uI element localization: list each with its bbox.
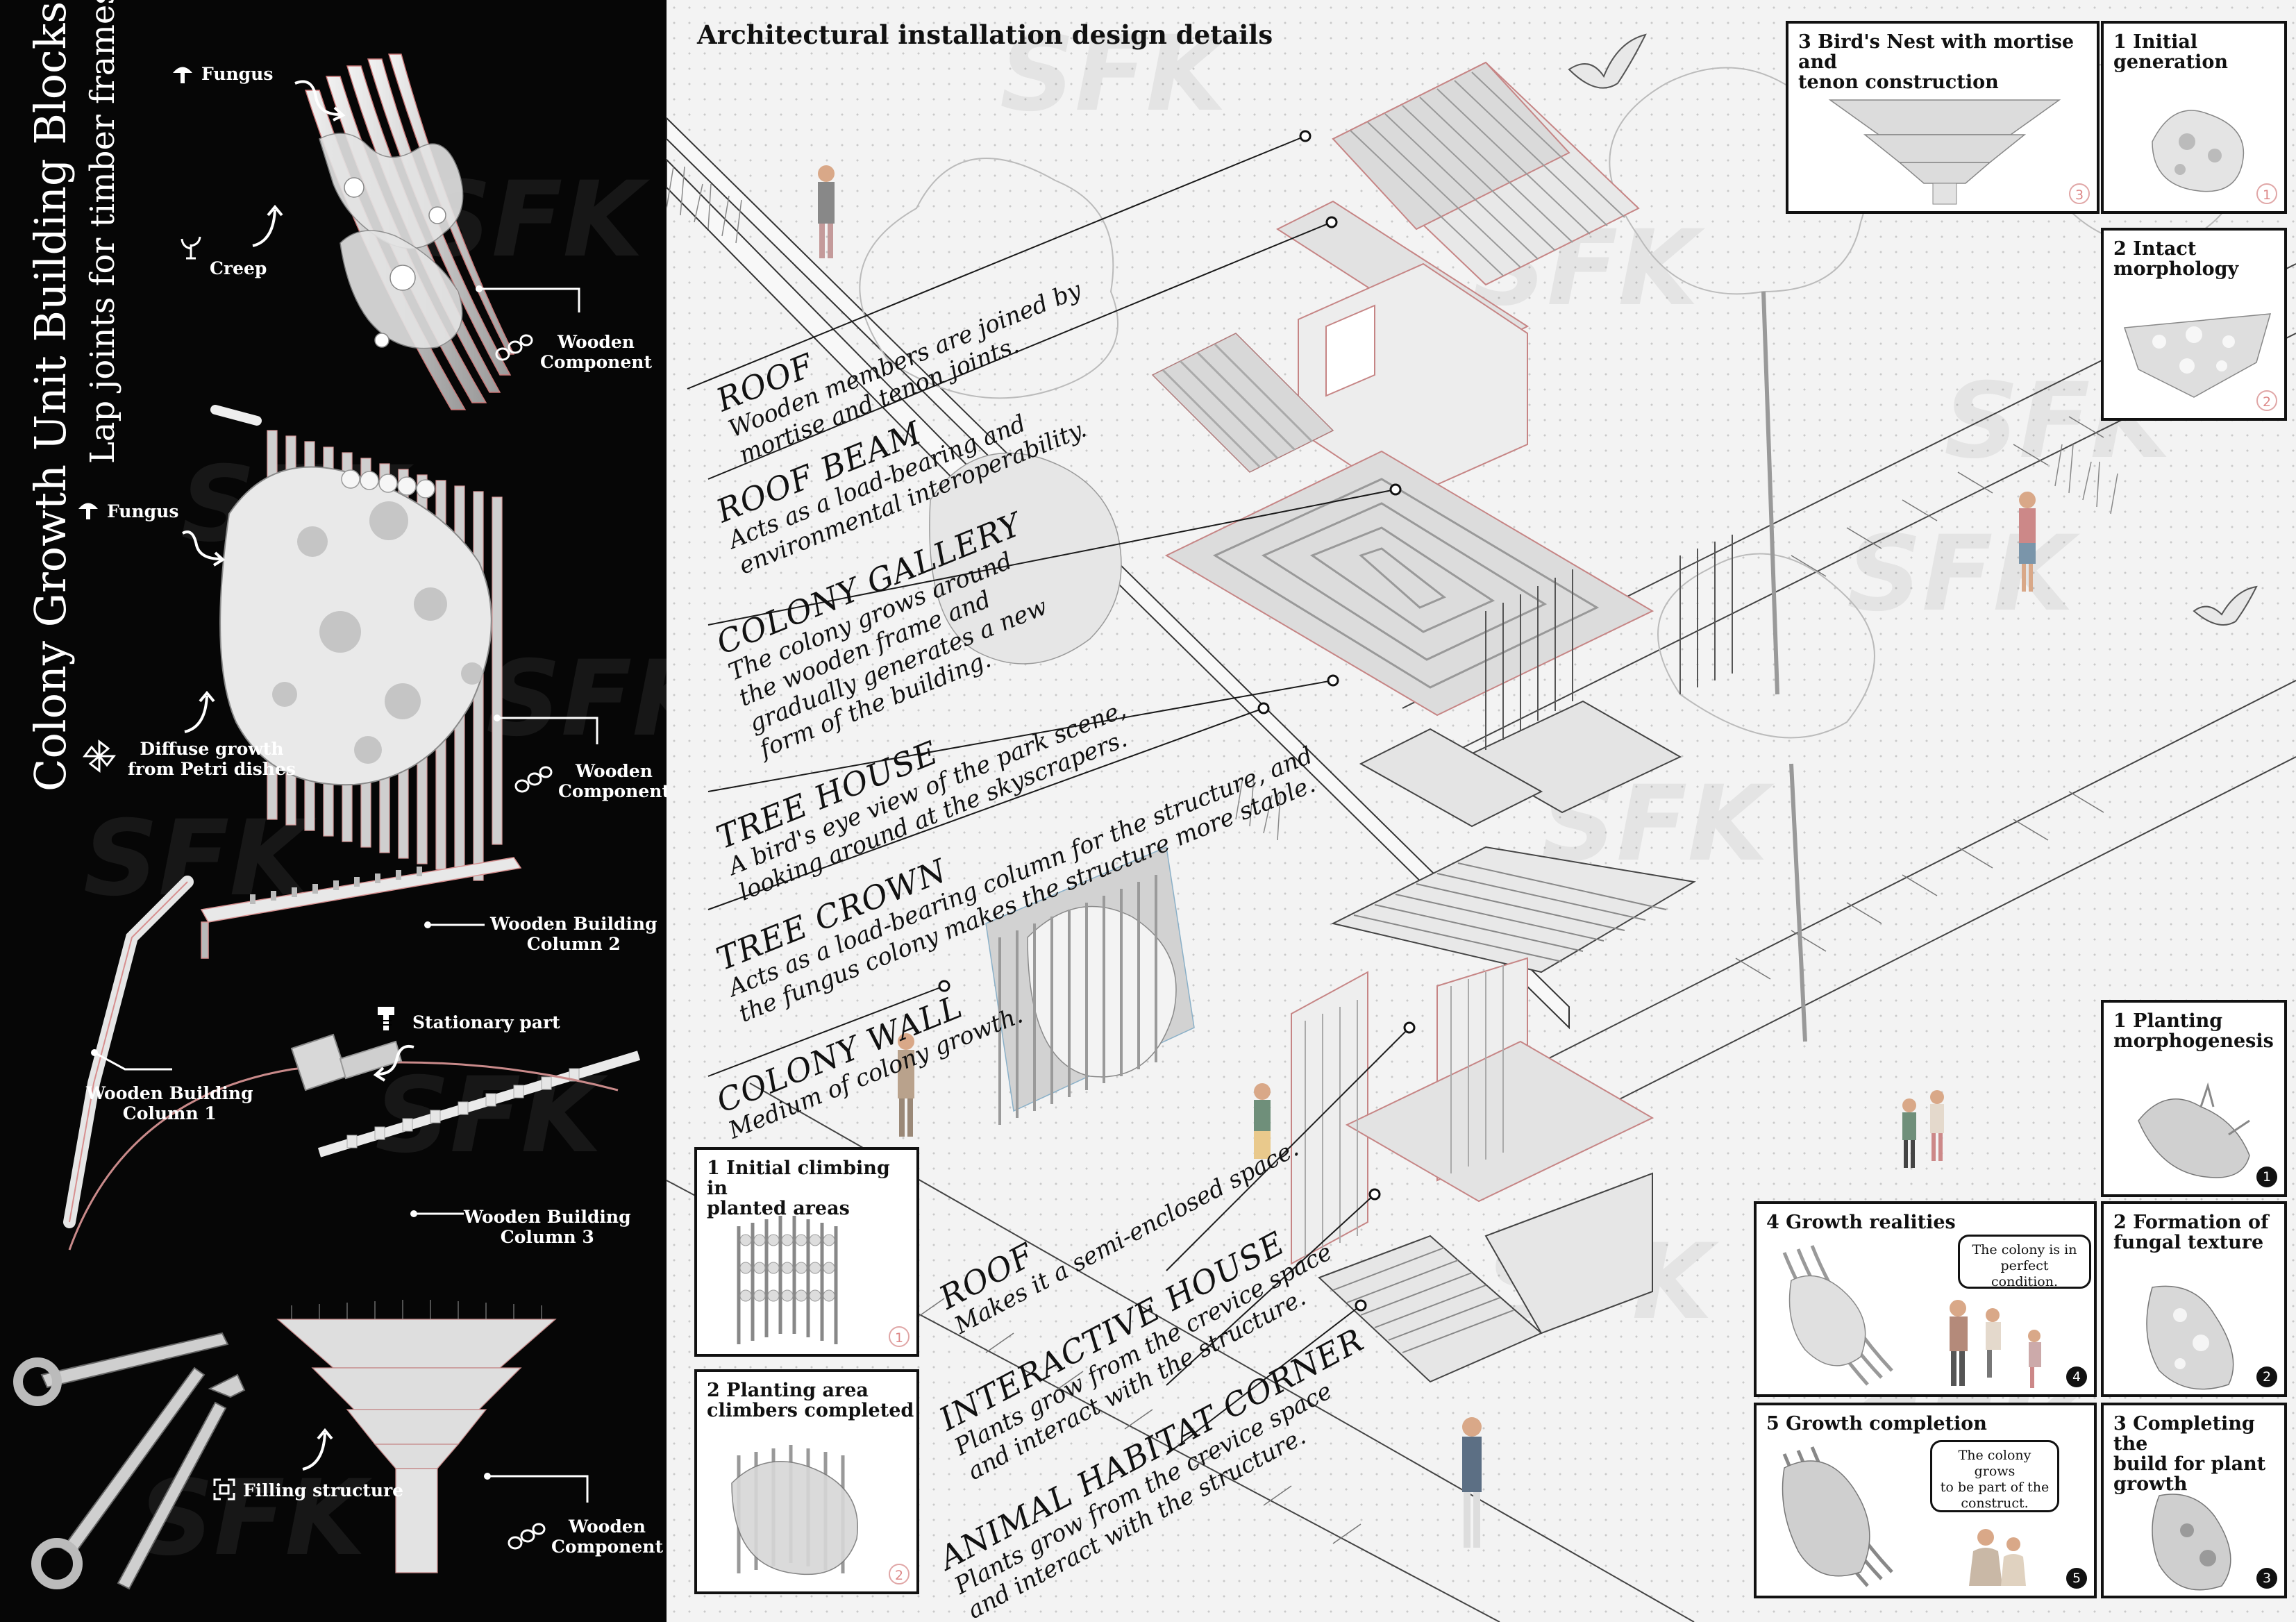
curved-panel-illustration xyxy=(305,53,515,410)
step-number: 2 xyxy=(2256,1366,2277,1387)
label-column-2: Wooden Building Column 2 xyxy=(490,914,657,954)
label-filling-structure: Filling structure xyxy=(243,1480,404,1500)
curved-panel-illustration xyxy=(292,49,515,424)
wrench-illustration xyxy=(13,1319,264,1611)
curved-arrow-icon xyxy=(292,76,347,125)
step-number: 2 xyxy=(889,1564,910,1585)
filling-structure-illustration xyxy=(276,1300,557,1573)
label-fungus: Fungus xyxy=(201,64,274,84)
wrench-icon xyxy=(13,1332,246,1590)
panel-title: 2 Planting area climbers completed xyxy=(707,1380,914,1421)
main-title: Architectural installation design detail… xyxy=(697,19,1273,50)
installation-scene xyxy=(666,0,2296,1622)
wall-illustration xyxy=(1782,1245,1893,1386)
climbers-illustration xyxy=(731,1445,858,1575)
label-stationary-part: Stationary part xyxy=(412,1012,560,1032)
panel-climbers-completed: 2 Planting area climbers completed 2 xyxy=(694,1369,919,1594)
panel-title: 4 Growth realities xyxy=(1766,1212,1956,1233)
label-wooden-component: Wooden Component xyxy=(551,1516,663,1557)
left-title: Colony Growth Unit Building Blocks xyxy=(25,1,76,792)
curved-arrow-icon xyxy=(179,528,228,569)
step-number: 3 xyxy=(2069,183,2090,204)
panel-birds-nest: 3 Bird's Nest with mortise and tenon con… xyxy=(1786,21,2100,214)
step-number: 5 xyxy=(2066,1568,2087,1589)
panel-title: 5 Growth completion xyxy=(1766,1413,1987,1435)
logs-icon xyxy=(514,765,553,796)
label-column-3: Wooden Building Column 3 xyxy=(464,1207,631,1247)
panel-growth-realities: 4 Growth realities The colony is in perf… xyxy=(1754,1201,2097,1397)
columns-illustration xyxy=(42,857,667,1251)
nest-illustration xyxy=(1828,99,2061,205)
logs-icon xyxy=(494,333,533,364)
people-illustration xyxy=(1969,1529,2026,1586)
curved-arrow-icon xyxy=(372,1043,421,1085)
step-number: 4 xyxy=(2066,1366,2087,1387)
step-number: 3 xyxy=(2256,1568,2277,1589)
logs-icon xyxy=(507,1522,546,1553)
label-column-1: Wooden Building Column 1 xyxy=(86,1083,253,1123)
panel-initial-climbing: 1 Initial climbing in planted areas 1 xyxy=(694,1147,919,1357)
pinwheel-icon xyxy=(82,739,117,774)
curved-arrow-icon xyxy=(246,203,287,251)
label-diffuse-growth: Diffuse growth from Petri dishes xyxy=(128,739,296,779)
filling-structure-illustration xyxy=(271,1291,562,1576)
panel-title: 2 Intact morphology xyxy=(2113,238,2239,280)
panel-title: 1 Planting morphogenesis xyxy=(2113,1010,2274,1052)
panel-completing-build: 3 Completing the build for plant growth … xyxy=(2101,1403,2287,1598)
people-illustration xyxy=(1950,1300,2041,1388)
label-wooden-component: Wooden Component xyxy=(558,761,667,801)
speech-bubble: The colony is in perfect condition. xyxy=(1958,1235,2091,1289)
climbing-illustration xyxy=(737,1216,838,1344)
step-number: 1 xyxy=(2256,1167,2277,1187)
mushroom-icon xyxy=(76,499,100,522)
panel-fungal-texture: 2 Formation of fungal texture 2 xyxy=(2101,1201,2287,1397)
bolt-icon xyxy=(374,1005,399,1036)
panel-title: 2 Formation of fungal texture xyxy=(2113,1212,2269,1253)
leader-line xyxy=(483,1472,608,1514)
columns-illustration xyxy=(63,857,641,1251)
panel-initial-generation: 1 Initial generation 1 xyxy=(2101,21,2287,214)
leader-line xyxy=(475,285,600,326)
mushroom-icon xyxy=(171,62,194,86)
panel-intact-morphology: 2 Intact morphology 2 xyxy=(2101,228,2287,421)
leader-line xyxy=(493,714,618,755)
label-wooden-component: Wooden Component xyxy=(540,332,652,372)
panel-planting-morphogenesis: 1 Planting morphogenesis 1 xyxy=(2101,1000,2287,1197)
panel-title: 3 Completing the build for plant growth xyxy=(2113,1413,2266,1495)
left-subtitle: Lap joints for timber frames xyxy=(83,0,122,464)
step-number: 1 xyxy=(889,1326,910,1347)
fungal-texture-illustration xyxy=(2146,1285,2234,1390)
speech-bubble: The colony grows to be part of the const… xyxy=(1930,1440,2059,1512)
panel-title: 1 Initial generation xyxy=(2113,31,2228,73)
morphogenesis-illustration xyxy=(2138,1082,2250,1178)
curved-arrow-icon xyxy=(178,689,219,737)
build-illustration xyxy=(2152,1494,2231,1591)
fungus-illustration xyxy=(2152,110,2245,192)
sprout-icon xyxy=(179,235,203,260)
curved-arrow-icon xyxy=(296,1426,337,1475)
panel-title: 3 Bird's Nest with mortise and tenon con… xyxy=(1798,31,2075,93)
panel-title: 1 Initial climbing in planted areas xyxy=(707,1157,890,1219)
leader-line xyxy=(90,1048,174,1076)
square-panel-illustration xyxy=(208,403,535,881)
leader-line xyxy=(410,1207,465,1221)
square-panel-illustration xyxy=(210,405,503,881)
left-panel: SFK SFK SFK SFK SFK SFK Colony Growth Un… xyxy=(0,0,667,1622)
expand-icon xyxy=(212,1478,236,1501)
morphology-illustration xyxy=(2123,313,2272,398)
step-number: 2 xyxy=(2256,390,2277,411)
installation-scene xyxy=(666,33,2296,1622)
label-fungus: Fungus xyxy=(107,501,179,521)
step-number: 1 xyxy=(2256,183,2277,204)
wall-illustration xyxy=(1782,1446,1893,1587)
panel-growth-completion: 5 Growth completion The colony grows to … xyxy=(1754,1403,2097,1598)
leader-line xyxy=(424,918,486,932)
label-creep: Creep xyxy=(210,258,267,278)
